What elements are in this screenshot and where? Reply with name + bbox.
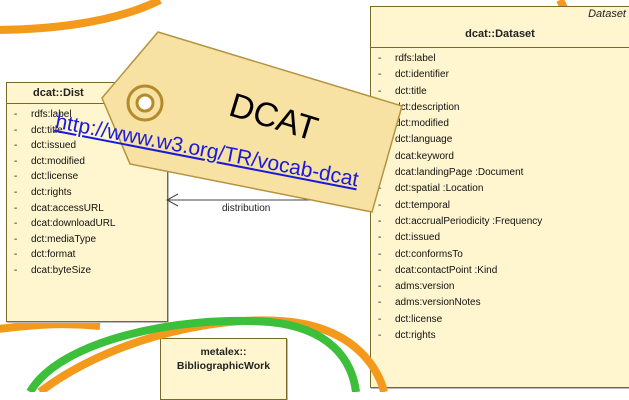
metalex-class-title: metalex:: BibliographicWork xyxy=(161,339,286,373)
attribute-item: dct:license xyxy=(371,312,629,329)
attribute-item: dct:issued xyxy=(7,138,167,154)
attribute-item: dct:spatial :Location xyxy=(371,181,629,198)
tag-shape xyxy=(101,31,403,213)
dataset-class-title: dcat::Dataset xyxy=(371,7,629,48)
association-label: distribution xyxy=(222,203,271,214)
dataset-stereotype: Dataset xyxy=(588,8,626,20)
attribute-item: dcat:downloadURL xyxy=(7,216,167,232)
attribute-item: dct:accrualPeriodicity :Frequency xyxy=(371,214,629,231)
attribute-item: dct:license xyxy=(7,169,167,185)
dataset-class-box: Dataset dcat::Dataset rdfs:label dct:ide… xyxy=(370,6,629,388)
attribute-item: dct:rights xyxy=(371,328,629,345)
attribute-item: dct:temporal xyxy=(371,198,629,215)
attribute-item: dct:format xyxy=(7,247,167,263)
metalex-title-line1: metalex:: xyxy=(200,346,247,358)
tag-hole-outer xyxy=(126,84,164,122)
association-arrowhead xyxy=(165,193,179,207)
orange-curve-top xyxy=(0,0,162,34)
metalex-class-box: metalex:: BibliographicWork xyxy=(160,338,287,400)
attribute-item: dcat:byteSize xyxy=(7,263,167,279)
attribute-item: dcat:contactPoint :Kind xyxy=(371,263,629,280)
attribute-item: adms:versionNotes xyxy=(371,295,629,312)
attribute-item: dcat:accessURL xyxy=(7,201,167,217)
attribute-item: rdfs:label xyxy=(7,107,167,123)
distribution-attribute-list: rdfs:label dct:title dct:issued dct:modi… xyxy=(7,104,167,279)
attribute-item: rdfs:label xyxy=(371,51,629,68)
attribute-item: dct:mediaType xyxy=(7,232,167,248)
orange-curve-bottom xyxy=(0,320,101,333)
attribute-item: dct:conformsTo xyxy=(371,247,629,264)
distribution-class-title: dcat::Dist xyxy=(7,83,167,104)
metalex-title-line2: BibliographicWork xyxy=(176,360,271,372)
attribute-item: dct:title xyxy=(371,84,629,101)
attribute-item: dct:rights xyxy=(7,185,167,201)
attribute-item: dct:identifier xyxy=(371,67,629,84)
attribute-item: dct:modified xyxy=(7,154,167,170)
tag-hole-inner xyxy=(135,93,155,113)
attribute-item: adms:version xyxy=(371,279,629,296)
attribute-item: dct:issued xyxy=(371,230,629,247)
green-circle-arc xyxy=(26,316,360,392)
attribute-item: dct:title xyxy=(7,123,167,139)
